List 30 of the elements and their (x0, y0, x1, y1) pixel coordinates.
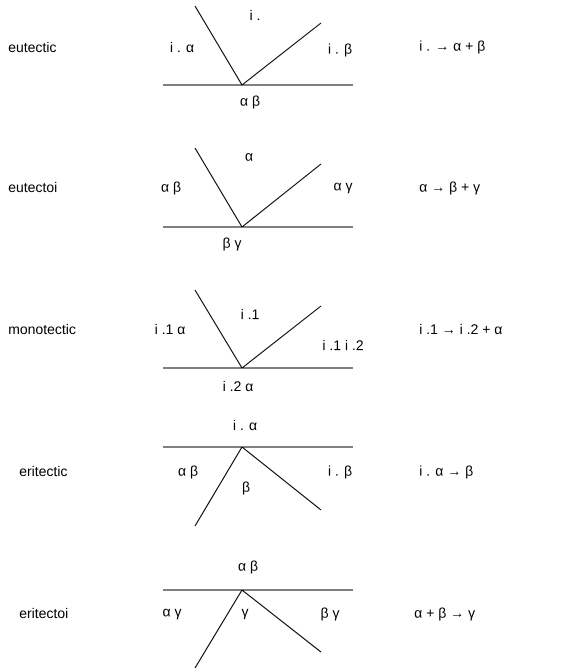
phase-label: i .1 (242, 308, 259, 320)
reaction-name: eutectoi (8, 182, 56, 192)
phase-label: i . (250, 10, 260, 20)
phase-label: β γ (322, 607, 340, 621)
phase-label: α β (162, 181, 180, 195)
phase-label: i .1 α (156, 324, 185, 334)
phase-label: i . α (234, 420, 257, 430)
reaction-name: eritectic (20, 466, 68, 476)
reaction-equation: i . α → β (420, 465, 473, 479)
phase-label: γ (242, 608, 248, 620)
phase-label: i .2 α (224, 380, 253, 392)
phase-label: i . β (328, 43, 352, 57)
phase-label: i . β (328, 465, 352, 479)
phase-label: β (242, 481, 250, 495)
reaction-name: eritectoi (20, 608, 68, 618)
reaction-name: eutectic (8, 42, 56, 52)
phase-label: α (246, 153, 253, 161)
phase-label: α β (238, 560, 258, 574)
phase-label: α β (240, 95, 260, 109)
reaction-equation: α → β + γ (420, 181, 480, 195)
phase-label: α β (178, 465, 198, 479)
phase-label: i . α (170, 42, 194, 52)
reaction-equation: i .1 → i .2 + α (420, 324, 502, 334)
reaction-equation: α + β → γ (414, 607, 476, 621)
phase-label: α γ (334, 182, 352, 194)
phase-label: i .1 i .2 (323, 340, 363, 350)
reaction-name: monotectic (9, 324, 76, 334)
reaction-equation: i . → α + β (420, 40, 485, 54)
phase-label: α γ (163, 608, 182, 620)
phase-label: β γ (224, 237, 242, 251)
